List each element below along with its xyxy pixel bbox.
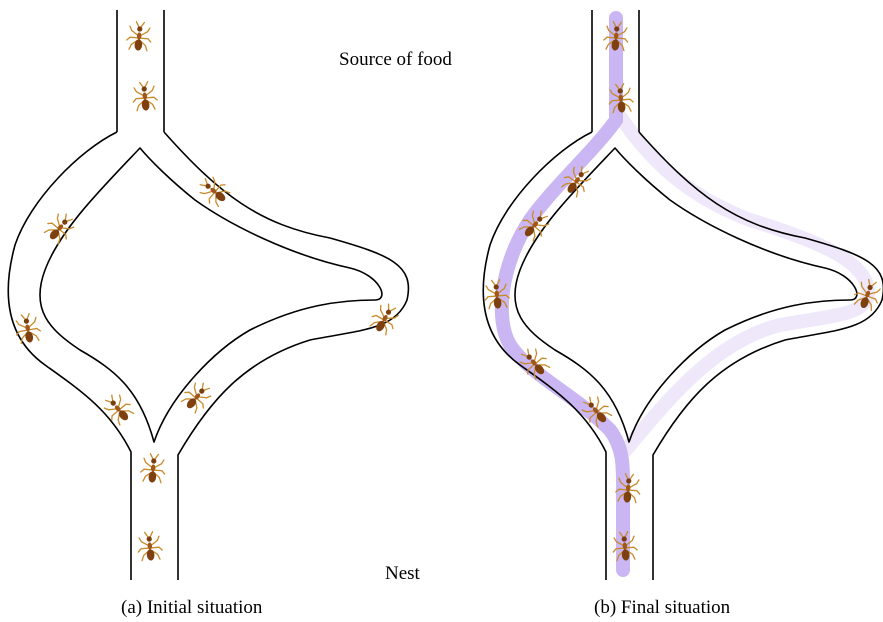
panel-initial <box>7 10 410 580</box>
ants <box>483 20 883 563</box>
strong-trail-left <box>494 11 631 577</box>
path-walls <box>7 10 410 580</box>
ant-icon <box>178 377 217 417</box>
ant-icon <box>366 299 404 338</box>
ant-icon <box>125 20 153 53</box>
ant-icon <box>98 389 137 429</box>
caption-initial: (a) Initial situation <box>121 597 263 618</box>
path-walls <box>482 10 883 580</box>
faint-trail-right <box>612 108 875 457</box>
outer-wall <box>482 131 883 580</box>
ant-icon <box>139 452 167 485</box>
inner-island-wall <box>39 147 383 443</box>
outer-wall <box>7 131 410 580</box>
ant-icon <box>131 80 159 113</box>
nest-label: Nest <box>385 563 420 584</box>
caption-final: (b) Final situation <box>594 597 731 618</box>
panel-final <box>482 10 883 580</box>
ant-icon <box>136 530 164 563</box>
ants <box>12 20 404 563</box>
ant-icon <box>12 311 43 346</box>
food-source-label: Source of food <box>339 49 452 70</box>
inner-island-wall <box>514 147 858 443</box>
